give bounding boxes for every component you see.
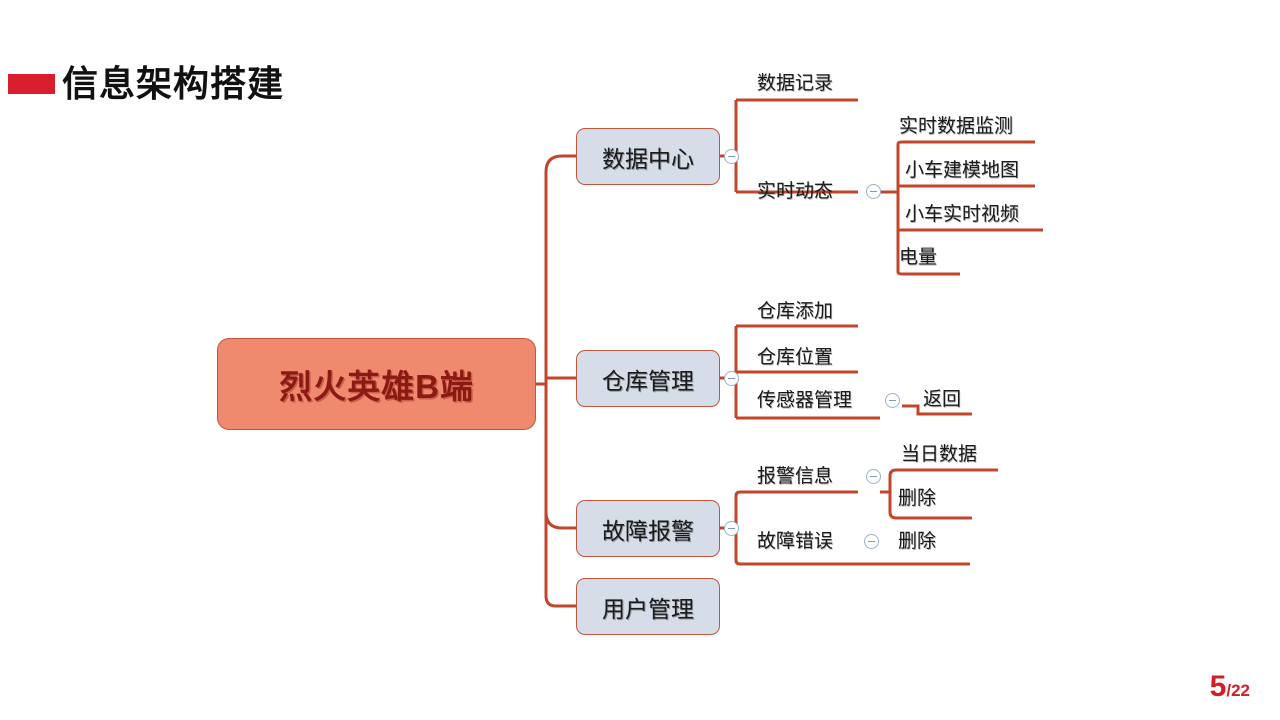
wire-trunk-to-branch-1 — [544, 154, 576, 173]
root-node-label: 烈火英雄B端 — [279, 368, 474, 405]
leaf-realtime-data-monitor[interactable]: 实时数据监测 — [899, 116, 1014, 137]
leaf-vehicle-mapping[interactable]: 小车建模地图 — [905, 160, 1020, 181]
branch-node-user-management[interactable]: 用户管理 — [576, 578, 720, 635]
leaf-delete-fault[interactable]: 删除 — [898, 531, 937, 552]
slide-title-bar: 信息架构搭建 — [0, 56, 600, 116]
leaf-delete-alarm[interactable]: 删除 — [898, 488, 937, 509]
minus-circle-icon[interactable] — [724, 149, 739, 164]
minus-circle-icon[interactable] — [866, 469, 881, 484]
branch-node-data-center[interactable]: 数据中心 — [576, 128, 720, 185]
leaf-realtime-dynamics[interactable]: 实时动态 — [757, 181, 834, 202]
mindmap-root-node[interactable]: 烈火英雄B端 — [217, 338, 536, 430]
branch-node-label: 用户管理 — [602, 595, 694, 622]
leaf-today-data[interactable]: 当日数据 — [901, 444, 978, 465]
minus-circle-icon[interactable] — [724, 371, 739, 386]
leaf-vehicle-live-video[interactable]: 小车实时视频 — [905, 204, 1020, 225]
minus-circle-icon[interactable] — [724, 521, 739, 536]
title-red-marker — [8, 74, 55, 94]
branch-node-fault-alarm[interactable]: 故障报警 — [576, 500, 720, 557]
page-number: 5/22 — [1210, 672, 1250, 702]
wire-b2c3-to-leaf — [902, 404, 972, 416]
minus-circle-icon[interactable] — [866, 184, 881, 199]
wire-b3-child-1 — [734, 490, 858, 497]
leaf-warehouse-add[interactable]: 仓库添加 — [757, 301, 834, 322]
leaf-alarm-info[interactable]: 报警信息 — [757, 466, 834, 487]
branch-node-label: 故障报警 — [602, 517, 694, 544]
leaf-battery-level[interactable]: 电量 — [899, 247, 938, 268]
leaf-fault-error[interactable]: 故障错误 — [757, 531, 834, 552]
minus-circle-icon[interactable] — [864, 534, 879, 549]
branch-node-warehouse[interactable]: 仓库管理 — [576, 350, 720, 407]
page-title: 信息架构搭建 — [62, 63, 285, 104]
wire-trunk-to-branch-4 — [544, 595, 576, 608]
leaf-return[interactable]: 返回 — [923, 389, 962, 410]
wire-trunk-to-branch-3 — [544, 511, 576, 530]
wire-b3c1-child-2 — [888, 511, 972, 520]
leaf-warehouse-location[interactable]: 仓库位置 — [757, 347, 834, 368]
page-number-total: /22 — [1226, 681, 1250, 700]
wire-b1c2-child-4 — [896, 271, 960, 276]
branch-node-label: 仓库管理 — [602, 367, 694, 394]
leaf-data-record[interactable]: 数据记录 — [757, 73, 834, 94]
page-number-current: 5 — [1209, 670, 1227, 703]
wire-b3c1-child-1 — [888, 468, 998, 477]
wire-b1c2-child-1 — [896, 140, 1035, 145]
branch-node-label: 数据中心 — [602, 145, 694, 172]
minus-circle-icon[interactable] — [885, 393, 900, 408]
wire-b3-child-2 — [734, 559, 970, 566]
leaf-sensor-management[interactable]: 传感器管理 — [757, 390, 853, 411]
